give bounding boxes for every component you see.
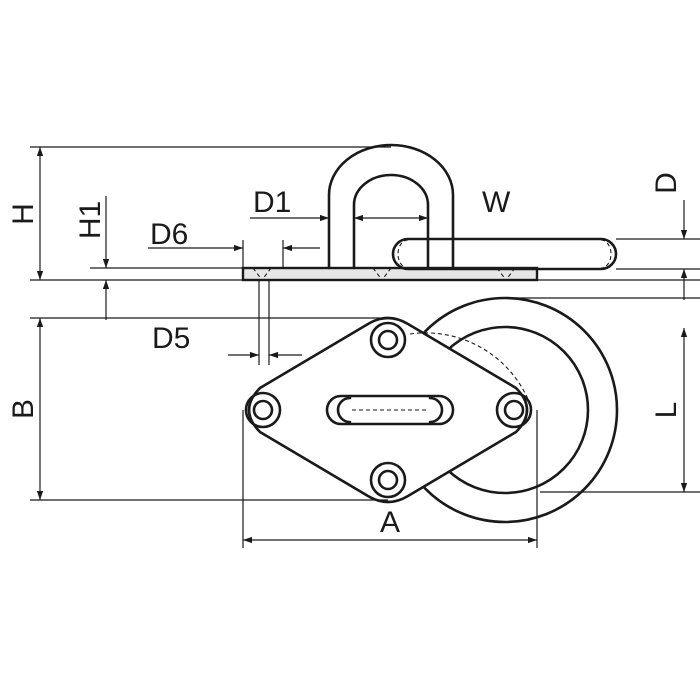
dimensions [30,146,700,548]
hole-right [495,391,533,429]
label-w: W [482,186,511,219]
u-bracket-outer [327,143,455,270]
label-d5: D5 [152,322,190,355]
label-d: D [650,172,683,194]
base-plate-side [241,266,539,282]
label-h1: H1 [74,201,107,239]
u-bracket-inner [352,173,430,270]
label-b: B [7,399,40,419]
countersink-center [372,267,392,281]
label-l: L [650,402,683,419]
side-view [241,143,618,282]
hole-top [369,321,407,359]
slot-outer [325,394,455,426]
top-view [244,296,619,524]
slot-inner [336,396,444,424]
label-a: A [380,506,400,539]
hole-bottom [369,461,407,499]
label-d1: D1 [253,186,291,219]
countersink-left [252,267,272,281]
labels: H H1 D1 W D D6 D5 B L A [7,172,683,539]
hole-left [244,391,282,429]
ring-side-hidden [397,239,612,269]
label-h: H [7,203,40,225]
label-d6: D6 [150,218,188,251]
ring-side [391,237,618,271]
